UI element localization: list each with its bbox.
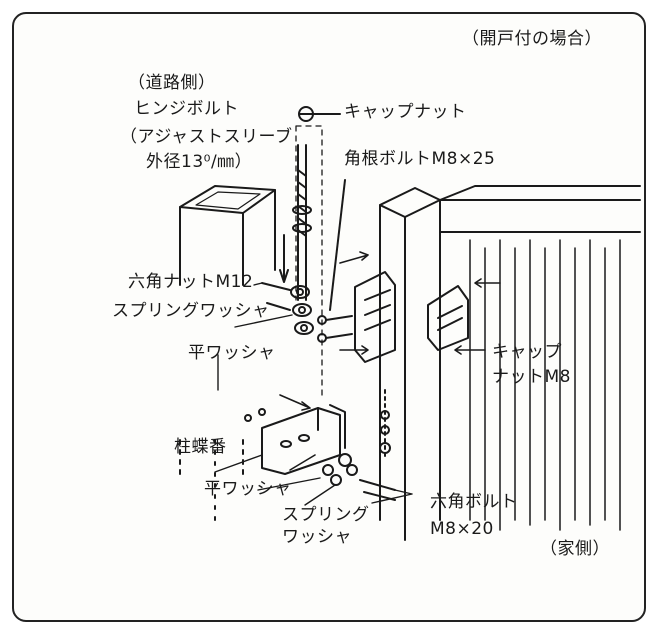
road-side-post (179, 185, 276, 521)
leader-lines (214, 282, 413, 506)
spring-washer-label-2b: ワッシャ (282, 527, 352, 547)
gate-hinge (354, 271, 469, 363)
hex-bolt-label-1: 六角ボルト (430, 492, 518, 512)
gate-slats (469, 239, 621, 531)
flat-washer-label-2: 平ワッシャ (204, 479, 292, 499)
square-neck-bolts (317, 179, 353, 343)
house-side-label: （家側） (540, 539, 610, 559)
flat-washer-label-1: 平ワッシャ (188, 343, 276, 363)
hinge-bolt-label: ヒンジボルト (134, 99, 239, 119)
hex-nut-label: 六角ナットM12 (128, 272, 254, 292)
diagram-title: （開戸付の場合） (462, 29, 602, 49)
hinge-bolt (279, 144, 312, 301)
assembly-arrows (279, 251, 501, 471)
road-side-label: （道路側） (128, 73, 216, 93)
adjust-sleeve-label-2: 外径13⁰/㎜） (146, 152, 253, 172)
spring-washer-label-2a: スプリング (282, 505, 370, 525)
cap-nut-m8-label-1: キャップ (492, 342, 562, 362)
post-hinge-bracket (244, 404, 346, 475)
square-neck-bolt-label: 角根ボルトM8×25 (344, 149, 496, 169)
cap-nut-top (298, 106, 341, 122)
post-hinge-label: 柱蝶番 (174, 437, 227, 457)
hinge-axis (295, 125, 323, 401)
gate-post (379, 185, 641, 541)
adjust-sleeve-label-1: （アジャストスリーブ (120, 127, 293, 147)
cap-nut-label: キャップナット (344, 102, 467, 122)
spring-washer-label-1: スプリングワッシャ (112, 301, 270, 321)
m12-nut-and-washers (261, 282, 314, 335)
hex-bolt-label-2: M8×20 (430, 519, 494, 539)
cap-nut-m8-label-2: ナットM8 (492, 367, 571, 387)
